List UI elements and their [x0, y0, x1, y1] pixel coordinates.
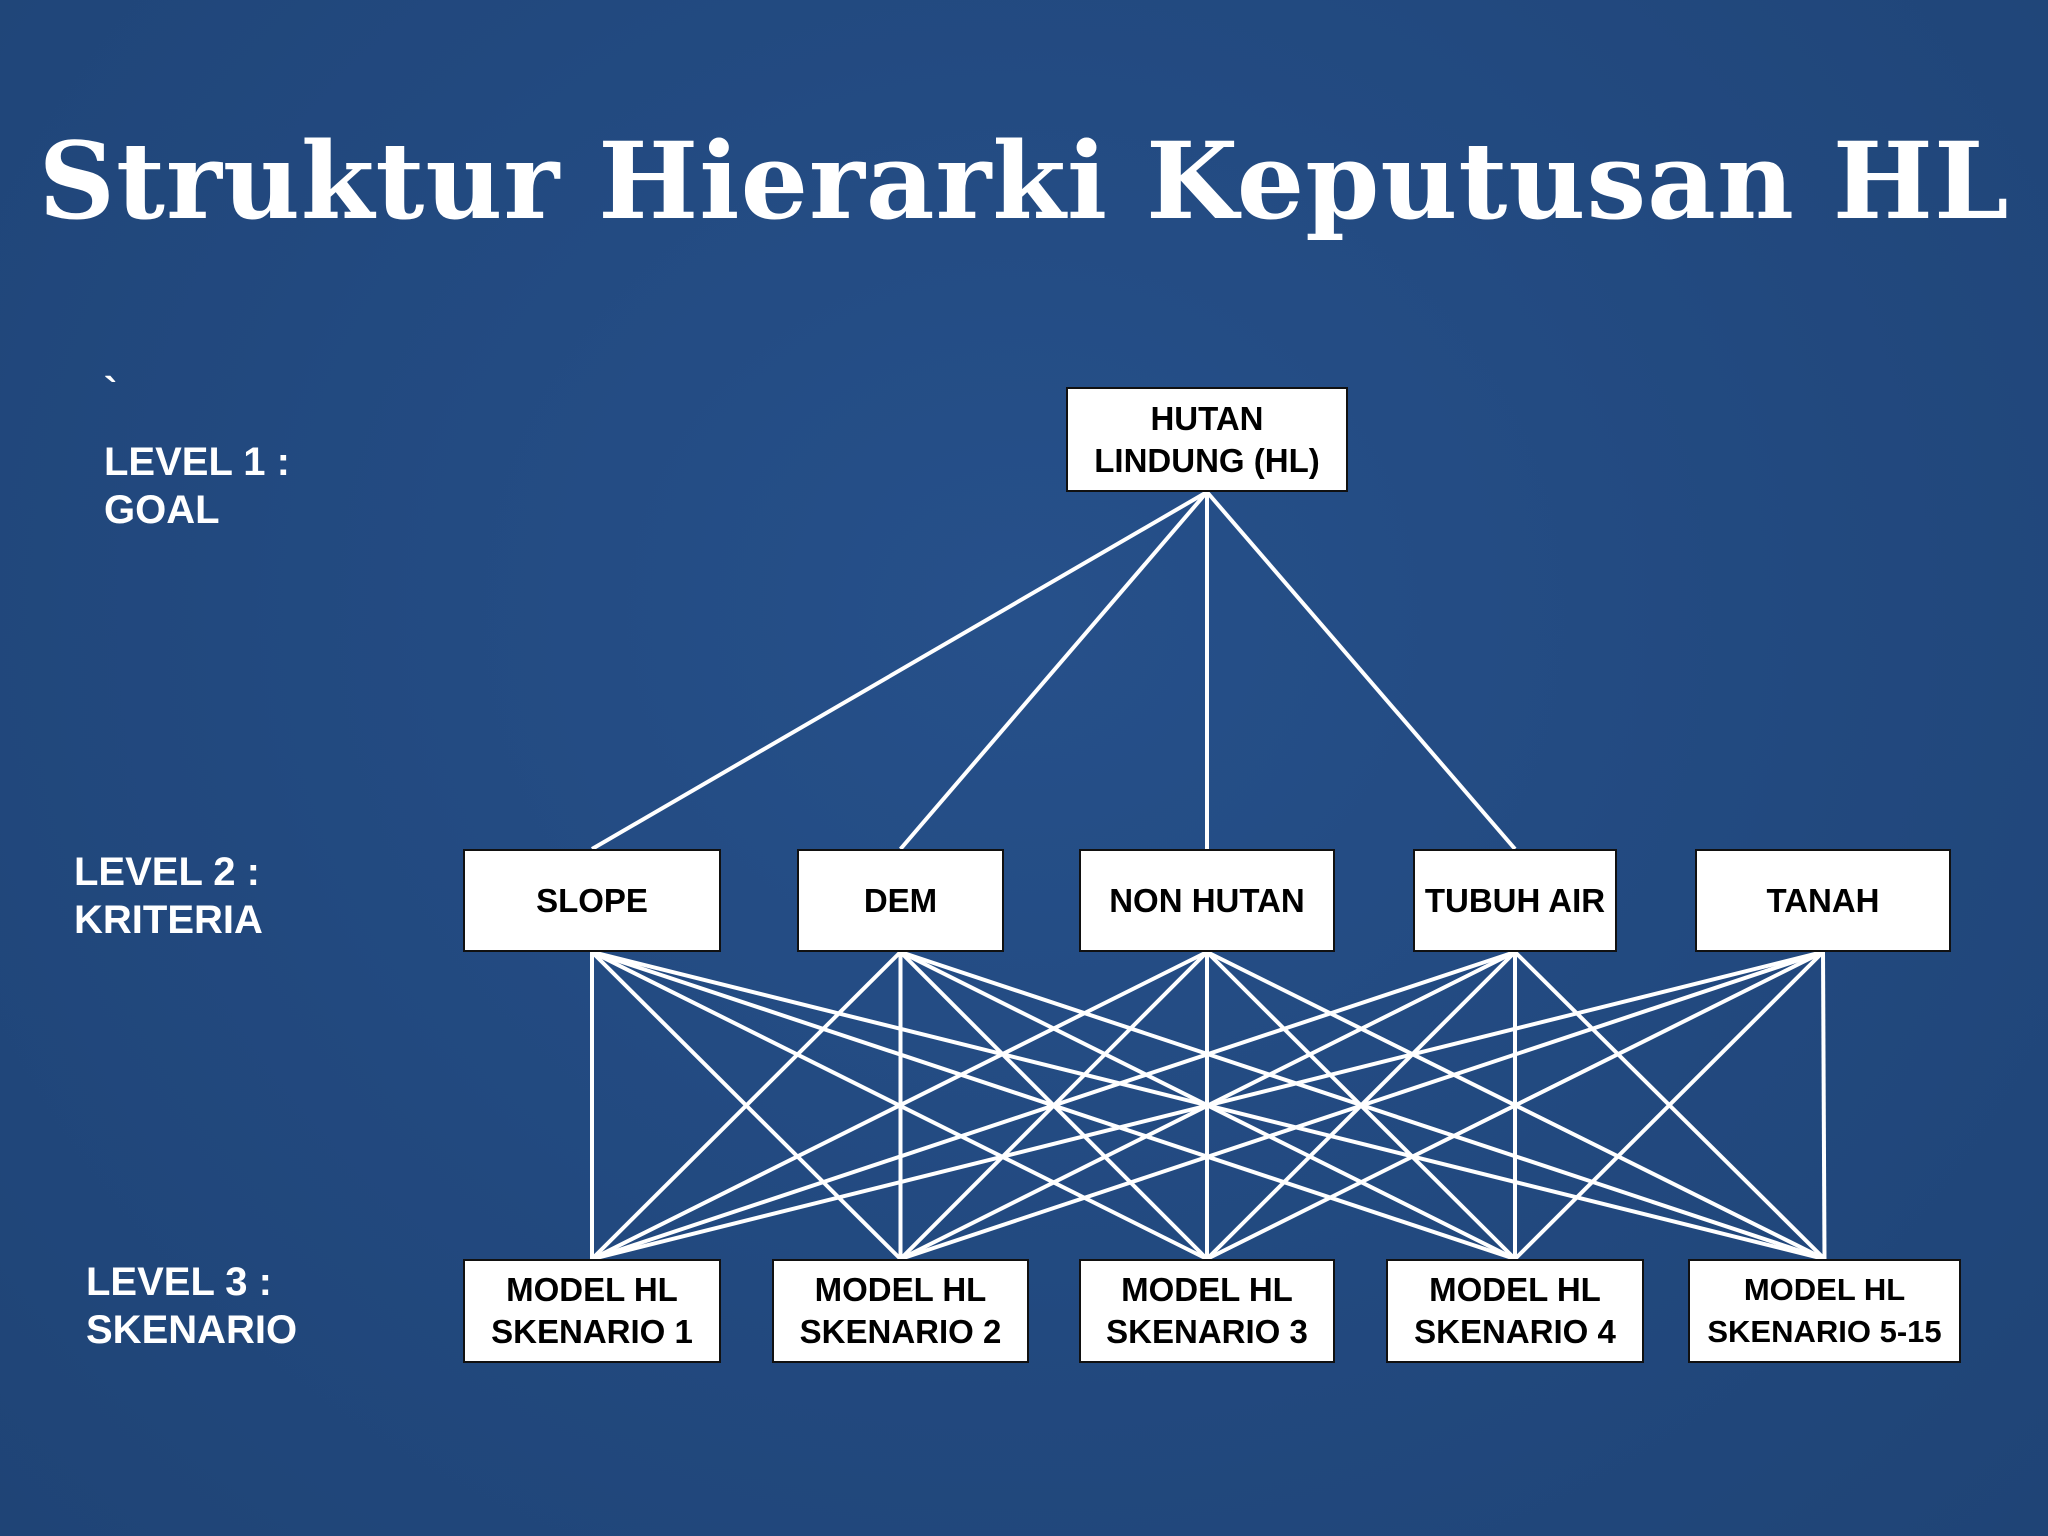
- criterion-node-tubuh-air: TUBUH AIR: [1413, 849, 1617, 952]
- criterion-scenario-edge: [590, 950, 902, 1261]
- level-3-label: LEVEL 3 : SKENARIO: [86, 1260, 298, 1352]
- criterion-scenario-edge: [899, 950, 1824, 1261]
- criterion-node-slope: SLOPE: [463, 849, 721, 952]
- scenario-node-2: MODEL HL SKENARIO 2: [772, 1259, 1029, 1363]
- criterion-scenario-edge: [1513, 950, 1825, 1261]
- goal-edge: [898, 490, 1209, 851]
- goal-edge: [590, 490, 1209, 851]
- criterion-scenario-edge: [591, 950, 1208, 1261]
- criterion-scenario-edge: [1821, 951, 1827, 1260]
- goal-node-hutan-lindung: HUTAN LINDUNG (HL): [1066, 387, 1348, 492]
- goal-edge: [1205, 490, 1517, 851]
- scenario-node-3: MODEL HL SKENARIO 3: [1079, 1259, 1335, 1363]
- criterion-node-dem: DEM: [797, 849, 1004, 952]
- slide-title: Struktur Hierarki Keputusan HL: [38, 118, 2010, 243]
- level-1-label: LEVEL 1 : GOAL: [104, 440, 290, 532]
- criterion-scenario-edge: [591, 950, 1516, 1261]
- criterion-node-non-hutan: NON HUTAN: [1079, 849, 1335, 952]
- scenario-node-1: MODEL HL SKENARIO 1: [463, 1259, 721, 1363]
- criterion-node-tanah: TANAH: [1695, 849, 1951, 952]
- criteria-scenario-edges: [590, 950, 1827, 1261]
- stray-mark: `: [104, 370, 118, 414]
- criterion-scenario-edge: [1206, 950, 1824, 1261]
- scenario-node-5-15: MODEL HL SKENARIO 5-15: [1688, 1259, 1961, 1363]
- level-2-label: LEVEL 2 : KRITERIA: [74, 850, 263, 942]
- scenario-node-4: MODEL HL SKENARIO 4: [1386, 1259, 1644, 1363]
- goal-criteria-edges: [590, 490, 1517, 851]
- criterion-scenario-edge: [591, 950, 1824, 1261]
